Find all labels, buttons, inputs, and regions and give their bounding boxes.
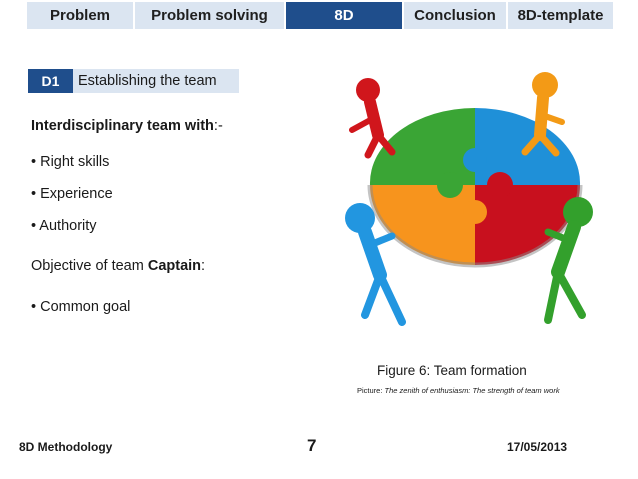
tab-problem[interactable]: Problem [27,2,133,29]
bullet-common-goal: • Common goal [31,299,131,315]
objective-suffix: : [201,258,206,274]
puzzle-piece-red [475,185,580,265]
credit-prefix: Picture: [357,386,385,395]
green-figure [544,197,593,324]
section-header: D1 Establishing the team [28,69,239,93]
tab-8d[interactable]: 8D [284,2,402,29]
footer-title: 8D Methodology [19,440,113,454]
tab-8d-template[interactable]: 8D-template [506,2,613,29]
puzzle-disc [367,107,583,268]
section-id: D1 [28,69,73,93]
objective-line: Objective of team Captain: [31,258,205,274]
section-title: Establishing the team [78,73,217,89]
tab-conclusion[interactable]: Conclusion [402,2,506,29]
puzzle-piece-green [369,107,475,185]
top-navigation: Problem Problem solving 8D Conclusion 8D… [27,2,613,29]
figure-credit: Picture: The zenith of enthusiasm: The s… [357,386,560,395]
team-puzzle-illustration [345,72,593,326]
team-heading-bold: Interdisciplinary team with [31,118,214,134]
team-heading: Interdisciplinary team with:- [31,118,223,134]
objective-prefix: Objective of team [31,258,148,274]
puzzle-piece-orange [370,185,475,265]
objective-bold: Captain [147,258,202,274]
credit-title: The zenith of enthusiasm: The strength o… [384,386,560,395]
page-number: 7 [307,436,317,455]
bullet-experience: • Experience [31,186,113,202]
footer-date: 17/05/2013 [507,440,568,454]
team-heading-suffix: :- [213,118,223,134]
orange-figure [521,72,565,157]
figure-caption: Figure 6: Team formation [377,363,527,378]
bullet-right-skills: • Right skills [31,154,110,170]
bullet-authority: • Authority [31,218,97,234]
red-figure [349,78,396,159]
blue-figure [345,203,406,326]
tab-problem-solving[interactable]: Problem solving [133,2,284,29]
